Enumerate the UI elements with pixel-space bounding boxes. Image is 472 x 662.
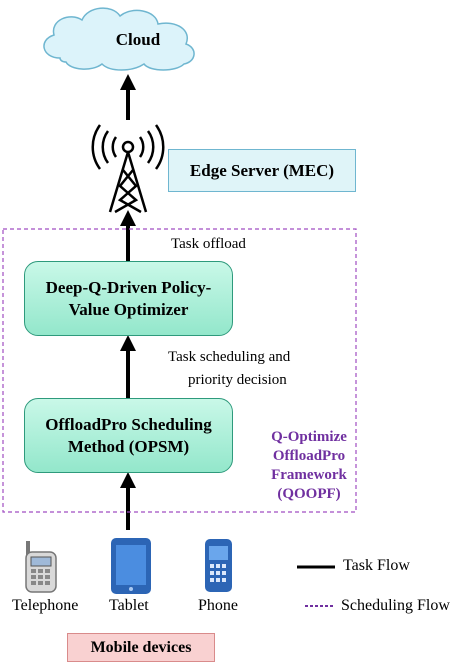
framework-boundary: [2, 228, 357, 513]
task-scheduling-label-line1: Task scheduling and: [168, 349, 291, 365]
task-offload-label: Task offload: [171, 236, 246, 252]
qoopf-line4: (QOOPF): [277, 486, 341, 502]
task-scheduling-label-line2: priority decision: [188, 372, 287, 388]
qoopf-line2: OffloadPro: [272, 448, 346, 464]
qoopf-line3: Framework: [271, 467, 347, 483]
dqn-optimizer-line2: Value Optimizer: [68, 299, 189, 319]
qoopf-label: Q-Optimize OffloadPro Framework (QOOPF): [262, 428, 356, 504]
dqn-optimizer-line1: Deep-Q-Driven Policy-: [45, 277, 212, 297]
mobile-devices-box: Mobile devices: [67, 633, 215, 662]
phone-icon: [205, 539, 232, 592]
antenna-tower-icon: [91, 124, 165, 214]
telephone-icon: [25, 541, 57, 593]
dqn-optimizer-box: Deep-Q-Driven Policy- Value Optimizer: [24, 261, 233, 336]
opsm-box: OffloadPro Scheduling Method (OPSM): [24, 398, 233, 473]
edge-server-box: Edge Server (MEC): [168, 149, 356, 192]
opsm-line1: OffloadPro Scheduling: [45, 414, 212, 434]
legend-task-flow-label: Task Flow: [343, 557, 410, 574]
device-label-phone: Phone: [198, 597, 238, 614]
device-label-tablet: Tablet: [109, 597, 149, 614]
qoopf-line1: Q-Optimize: [271, 429, 347, 445]
tablet-icon: [111, 538, 151, 594]
cloud-icon: [43, 7, 195, 71]
opsm-line2: Method (OPSM): [67, 436, 190, 456]
legend-scheduling-flow-label: Scheduling Flow: [341, 597, 450, 614]
cloud-label: Cloud: [115, 30, 161, 49]
device-label-telephone: Telephone: [12, 597, 79, 614]
